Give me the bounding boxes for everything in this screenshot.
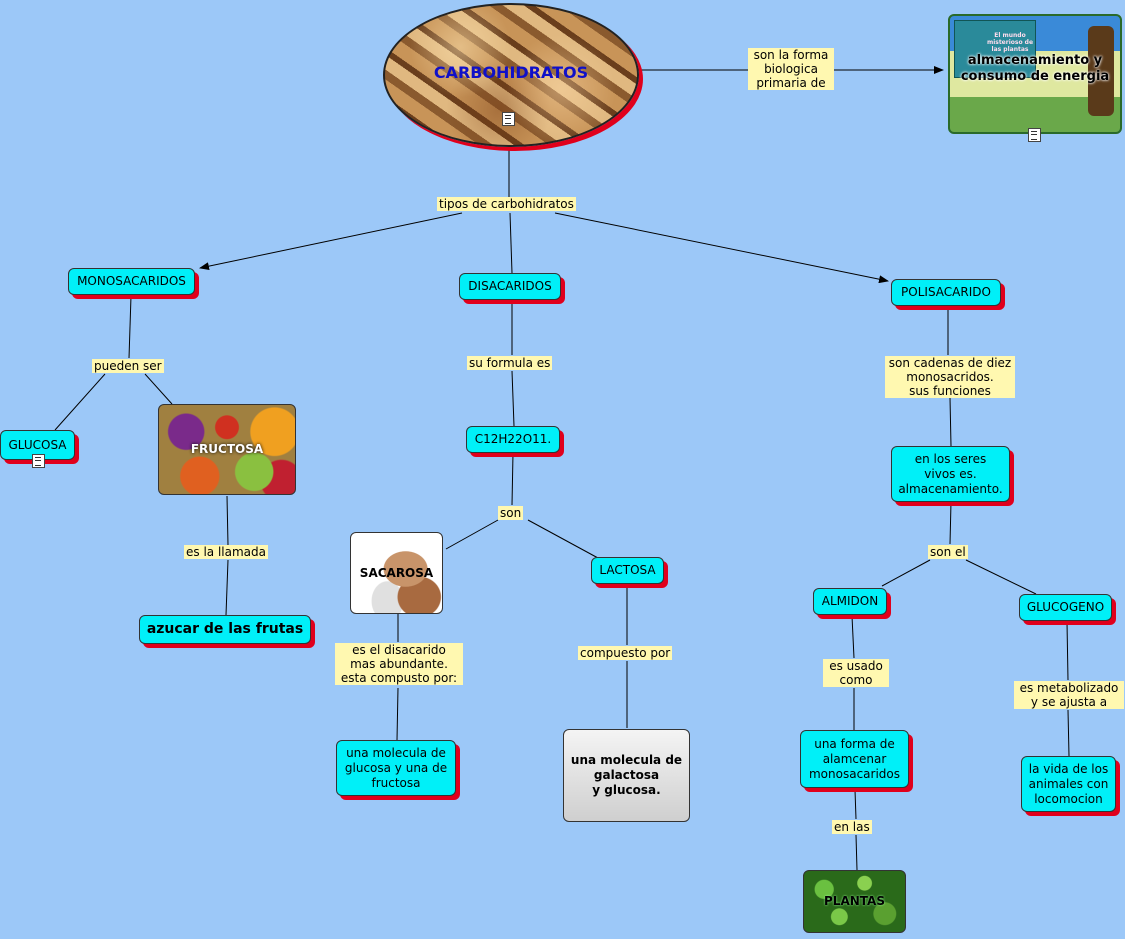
lactosa-node[interactable]: LACTOSA <box>591 557 664 584</box>
plantas-node[interactable]: PLANTAS <box>803 870 906 933</box>
link-label-son-el: son el <box>928 545 968 559</box>
link-label-metabolizado: es metabolizado y se ajusta a <box>1014 681 1124 709</box>
azucar-frutas-node[interactable]: azucar de las frutas <box>139 615 311 644</box>
energia-label: almacenamiento y consumo de energia <box>960 53 1110 84</box>
tree-shape <box>1088 26 1114 116</box>
link-label-usado: es usado como <box>823 659 889 687</box>
vida-animales-node[interactable]: la vida de los animales con locomocion <box>1021 756 1116 812</box>
link-label-forma: son la forma biologica primaria de <box>748 48 834 90</box>
fructosa-node[interactable]: FRUCTOSA <box>158 404 296 495</box>
link-label-tipos: tipos de carbohidratos <box>437 197 576 211</box>
plants-inset-text: El mundo misterioso de las plantas <box>986 32 1034 53</box>
monosacaridos-node[interactable]: MONOSACARIDOS <box>68 268 195 295</box>
link-label-pueden: pueden ser <box>92 359 164 373</box>
link-label-cadenas: son cadenas de diez monosacridos. sus fu… <box>885 356 1015 398</box>
link-label-compuesto: compuesto por <box>578 646 673 660</box>
molecula-glucosa-fructosa-node[interactable]: una molecula de glucosa y una de fructos… <box>336 740 456 796</box>
link-label-en-las: en las <box>832 820 872 834</box>
energia-node[interactable]: El mundo misterioso de las plantas almac… <box>948 14 1122 134</box>
link-label-son: son <box>498 506 524 520</box>
link-label-llamada: es la llamada <box>184 545 268 559</box>
forma-almacenar-node[interactable]: una forma de alamcenar monosacaridos <box>800 730 909 788</box>
document-icon[interactable] <box>1028 128 1041 142</box>
c12h22o11-node[interactable]: C12H22O11. <box>466 426 560 453</box>
disacaridos-node[interactable]: DISACARIDOS <box>459 273 561 300</box>
carbohidratos-title: CARBOHIDRATOS <box>433 63 589 82</box>
galactosa-label: una molecula de galactosa y glucosa. <box>570 753 683 797</box>
galactosa-node[interactable]: una molecula de galactosa y glucosa. <box>563 729 690 822</box>
carbohidratos-main-node[interactable]: CARBOHIDRATOS <box>383 3 639 147</box>
sacarosa-node[interactable]: SACAROSA <box>350 532 443 614</box>
fructosa-label: FRUCTOSA <box>190 442 264 456</box>
seres-vivos-node[interactable]: en los seres vivos es. almacenamiento. <box>891 446 1010 502</box>
link-label-disacarido: es el disacarido mas abundante. esta com… <box>335 643 463 685</box>
link-label-formula: su formula es <box>467 356 553 370</box>
polisacarido-node[interactable]: POLISACARIDO <box>891 279 1001 306</box>
almidon-node[interactable]: ALMIDON <box>813 588 887 615</box>
glucogeno-node[interactable]: GLUCOGENO <box>1019 594 1112 621</box>
sacarosa-label: SACAROSA <box>359 565 434 580</box>
plants-inset <box>954 20 1036 78</box>
plantas-label: PLANTAS <box>824 894 885 908</box>
document-icon[interactable] <box>32 454 45 468</box>
document-icon[interactable] <box>502 112 515 126</box>
